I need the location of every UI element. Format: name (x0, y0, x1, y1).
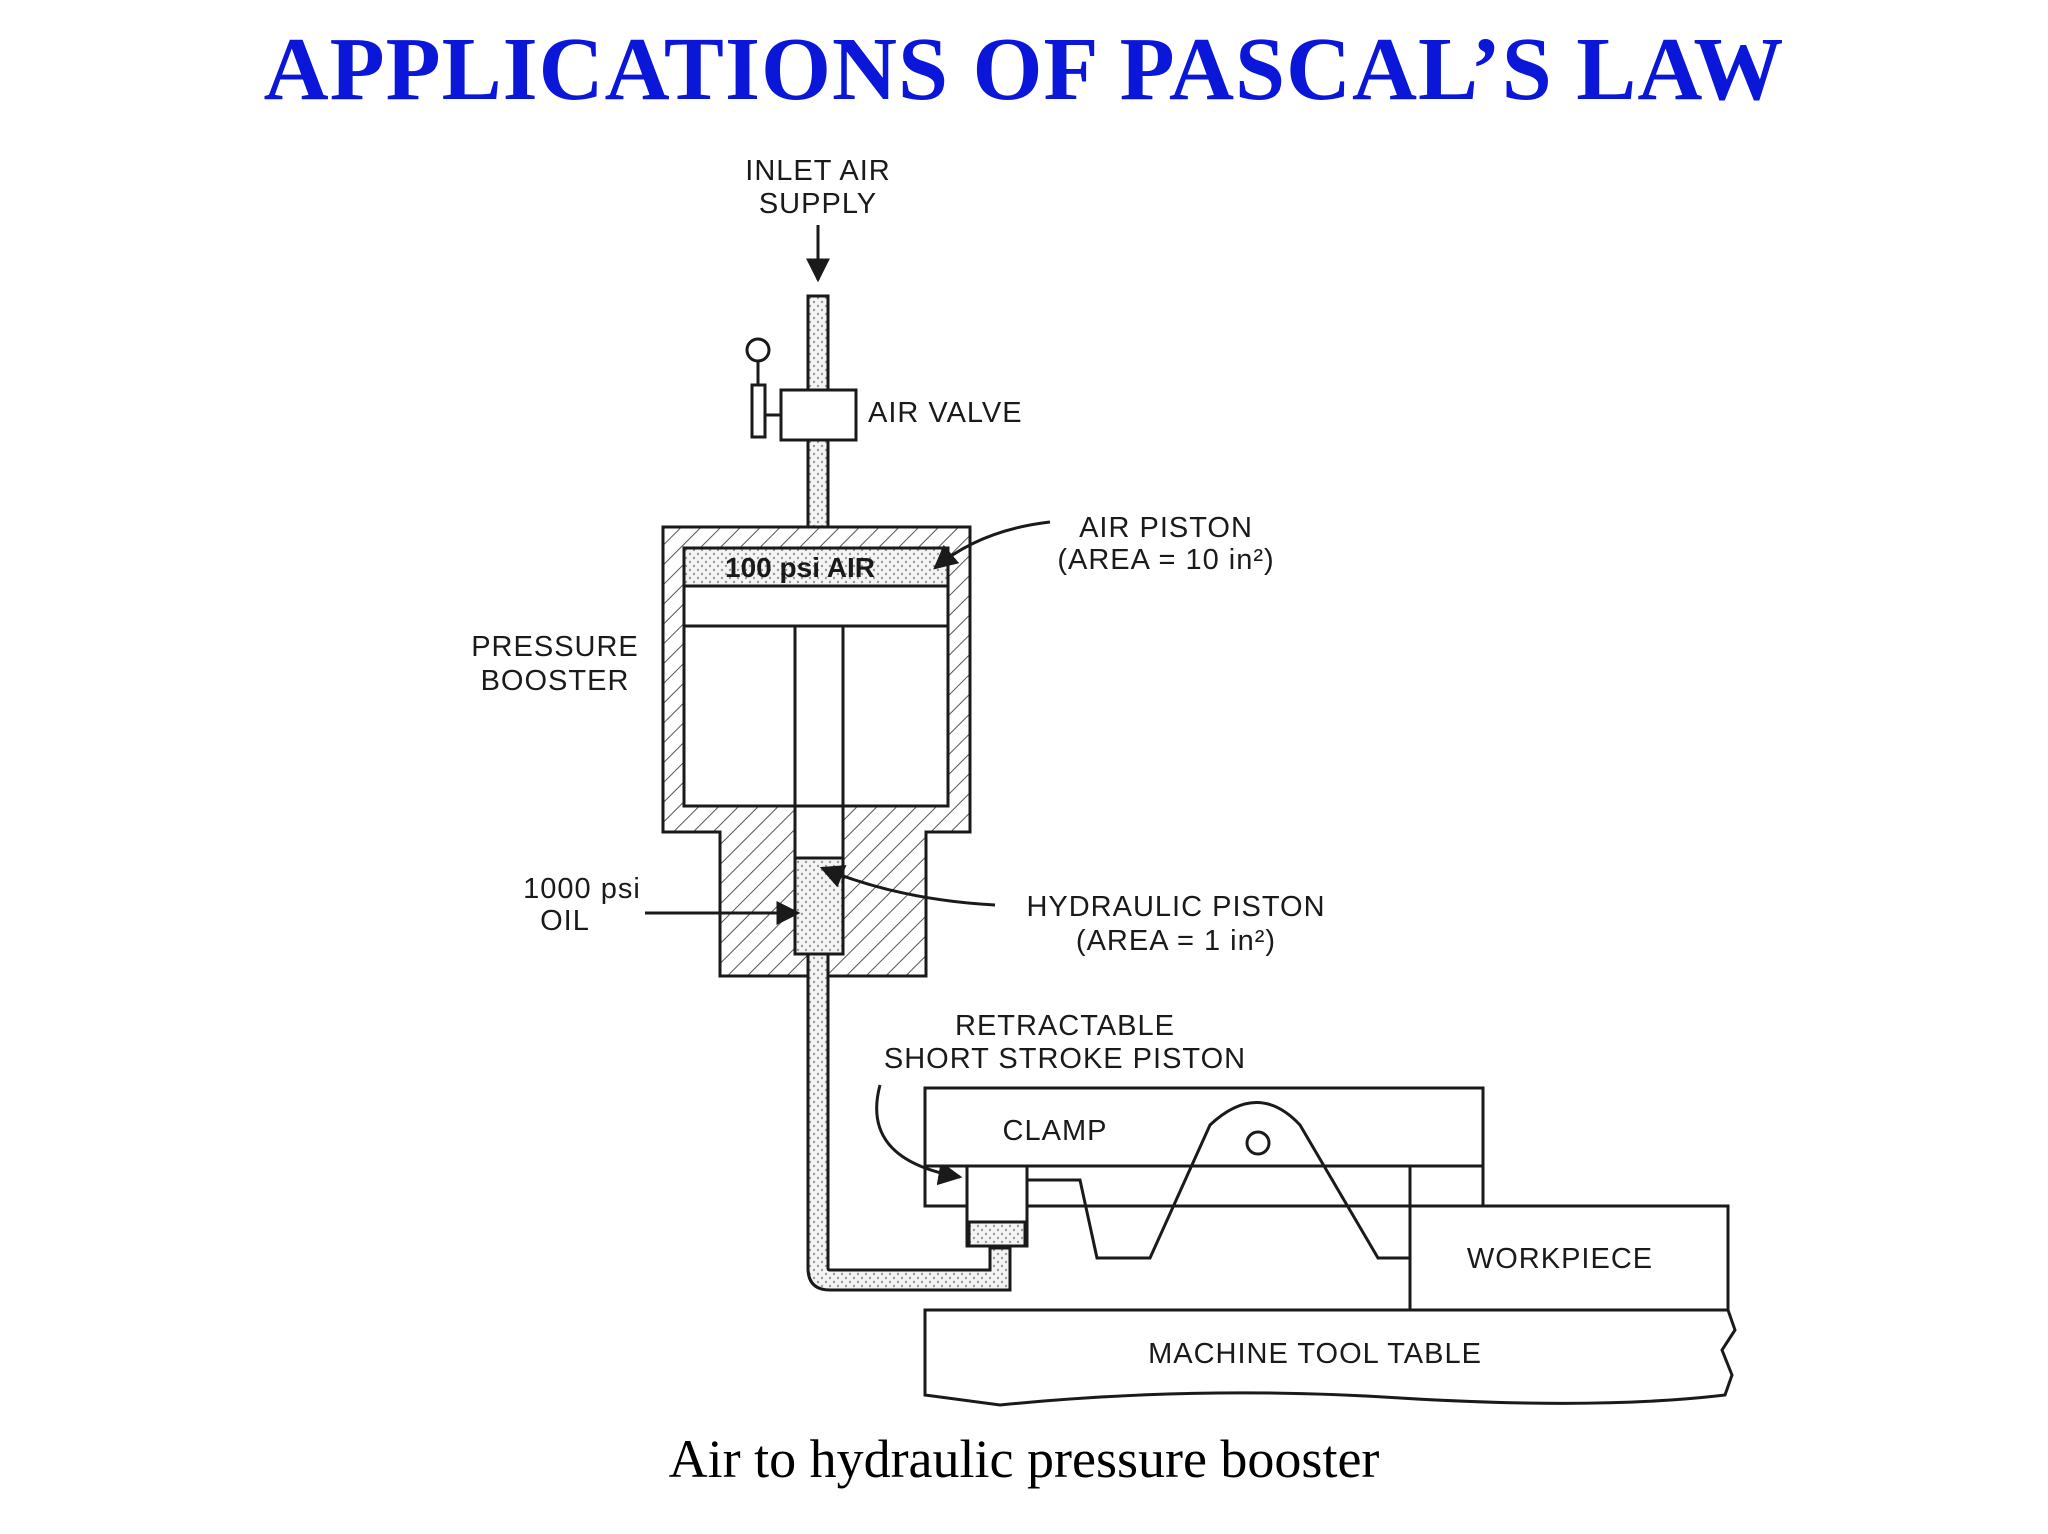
machine-tool-table-label: MACHINE TOOL TABLE (1148, 1338, 1482, 1370)
oil-label-line2: OIL (540, 905, 590, 937)
air-piston-label-line2: (AREA = 10 in²) (1057, 544, 1274, 576)
slide-title: APPLICATIONS OF PASCAL’S LAW (263, 20, 1785, 119)
pressure-booster-label-line1: PRESSURE (471, 631, 639, 663)
air-chamber-label: 100 psi AIR (725, 552, 875, 583)
retractable-leader (875, 1084, 963, 1186)
air-piston-leader (933, 520, 1051, 570)
retractable-label-line2: SHORT STROKE PISTON (884, 1043, 1246, 1075)
hydraulic-piston-leader (819, 865, 996, 907)
inlet-air-label-line1: INLET AIR (745, 155, 890, 187)
inlet-air-label-line2: SUPPLY (759, 188, 877, 220)
clamp-arm (1027, 1101, 1412, 1260)
slide-caption: Air to hydraulic pressure booster (668, 1429, 1380, 1489)
short-stroke-piston (967, 1220, 1027, 1248)
clamp-bar (923, 1086, 1485, 1168)
hydraulic-bore (793, 804, 845, 860)
air-valve-label: AIR VALVE (868, 397, 1023, 429)
hydraulic-piston-label-line2: (AREA = 1 in²) (1076, 925, 1276, 957)
clamp-label: CLAMP (1003, 1115, 1108, 1147)
air-valve (745, 337, 858, 442)
workpiece-label: WORKPIECE (1467, 1243, 1653, 1275)
oil-label-line1: 1000 psi (523, 873, 641, 905)
machine-tool-table (923, 1308, 1737, 1407)
hydraulic-piston-label-line1: HYDRAULIC PISTON (1026, 891, 1325, 923)
air-piston-label-line1: AIR PISTON (1079, 512, 1253, 544)
pressure-booster-label-line2: BOOSTER (481, 665, 630, 697)
clamp-pivot (1245, 1130, 1271, 1156)
air-piston (682, 584, 950, 628)
workpiece (1408, 1204, 1730, 1312)
oil-line (806, 952, 1012, 1292)
retractable-label-line1: RETRACTABLE (955, 1010, 1175, 1042)
